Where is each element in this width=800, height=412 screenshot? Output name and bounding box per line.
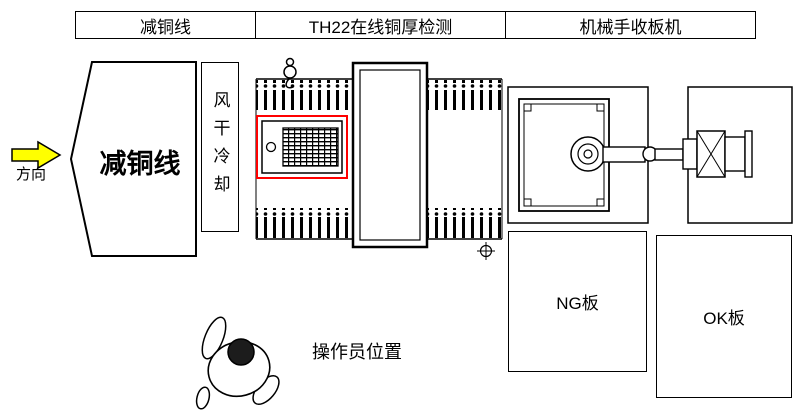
robot-link-1	[602, 146, 646, 163]
direction-label: 方向	[15, 166, 46, 183]
detector-screen	[282, 127, 339, 167]
robot-end-bar	[744, 130, 753, 178]
air-dry-cooling-box: 风干冷却	[201, 62, 239, 232]
robot-wrist	[682, 138, 698, 170]
ng-board-box: NG板	[508, 231, 647, 372]
robot-gripper-plate	[724, 136, 746, 172]
header-cell-detection: TH22在线铜厚检测	[255, 11, 506, 39]
right-arrow-icon	[11, 140, 62, 170]
operator-head	[227, 338, 255, 366]
robot-link-2	[654, 148, 684, 161]
ok-board-box: OK板	[656, 235, 792, 398]
header-cell-robot: 机械手收板机	[505, 11, 756, 39]
operator-foot	[195, 386, 211, 410]
operator-left-arm	[201, 316, 227, 360]
header-cell-reduction-line: 减铜线	[75, 11, 256, 39]
thickness-detector	[256, 115, 348, 179]
operator-position-label: 操作员位置	[312, 342, 402, 362]
reduction-line-label: 减铜线	[99, 149, 181, 179]
operator-figure	[195, 316, 280, 410]
datum-cross-icon	[477, 242, 495, 260]
hoist-hook-icon	[283, 57, 297, 89]
robot-shoulder-joint	[570, 136, 606, 172]
machine-frame	[351, 61, 429, 249]
robot-arm	[518, 98, 753, 212]
reduction-line-shape	[69, 61, 197, 257]
